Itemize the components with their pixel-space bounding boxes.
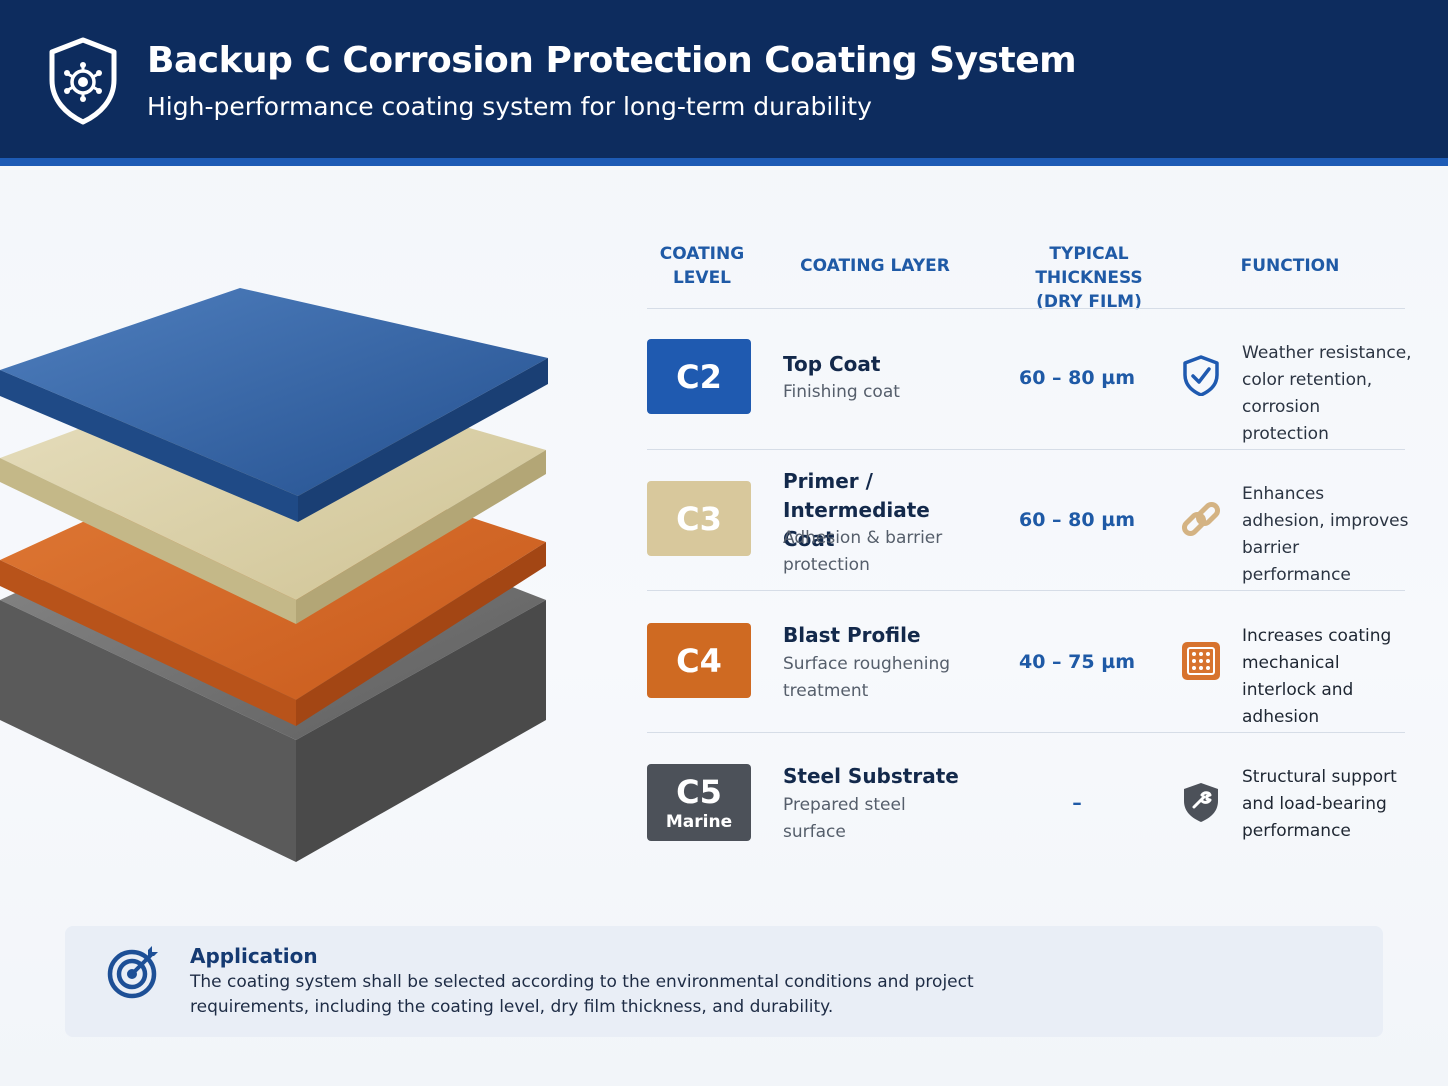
coating-level-badge: C2 xyxy=(647,339,751,414)
shield-tool-icon xyxy=(1184,783,1218,822)
table-divider xyxy=(647,308,1405,309)
coating-level-label: C5 xyxy=(676,772,722,811)
shield-check-icon xyxy=(1183,355,1219,396)
layer-description: Prepared steel surface xyxy=(783,795,906,842)
table-divider xyxy=(647,590,1405,591)
table-divider xyxy=(647,732,1405,733)
coating-level-badge: C5 Marine xyxy=(647,764,751,841)
layer-description: Finishing coat xyxy=(783,382,900,402)
layer-description: Adhesion & barrier protection xyxy=(783,528,943,575)
page-title: Backup C Corrosion Protection Coating Sy… xyxy=(147,40,1077,81)
coating-layers-illustration xyxy=(0,288,548,862)
layer-thickness: 60 – 80 µm xyxy=(1018,367,1135,389)
function-description: Structural support and load-bearing perf… xyxy=(1242,767,1397,841)
application-panel xyxy=(65,926,1383,1037)
chain-link-icon xyxy=(1181,501,1221,537)
layer-name: Top Coat xyxy=(783,352,881,376)
page-subtitle: High-performance coating system for long… xyxy=(147,92,872,121)
column-header-text: COATING LEVEL xyxy=(659,244,745,288)
coating-level-sublabel: Marine xyxy=(665,811,733,832)
coating-level-label: C4 xyxy=(676,641,722,680)
layer-thickness: 60 – 80 µm xyxy=(1018,509,1135,531)
layer-thickness: 40 – 75 µm xyxy=(1018,651,1135,673)
column-header-text: FUNCTION xyxy=(1240,256,1340,276)
layer-name: Blast Profile xyxy=(783,623,921,647)
table-divider xyxy=(647,449,1405,450)
column-header-function: FUNCTION xyxy=(1230,254,1350,278)
header-accent-stripe xyxy=(0,158,1448,166)
target-icon xyxy=(107,946,158,999)
coating-level-badge: C3 xyxy=(647,481,751,556)
layer-name: Steel Substrate xyxy=(783,764,959,788)
function-description: Increases coating mechanical interlock a… xyxy=(1242,626,1392,727)
header-bar xyxy=(0,0,1448,160)
column-header-thickness: TYPICAL THICKNESS (DRY FILM) xyxy=(998,242,1180,314)
coating-level-badge: C4 xyxy=(647,623,751,698)
column-header-text: COATING LAYER xyxy=(800,256,950,276)
layer-description: Surface roughening treatment xyxy=(783,654,951,701)
column-header-text: TYPICAL THICKNESS (DRY FILM) xyxy=(1035,244,1143,312)
application-text: The coating system shall be selected acc… xyxy=(190,972,974,1017)
top-coat-layer xyxy=(0,288,548,522)
function-description: Weather resistance, color retention, cor… xyxy=(1242,343,1412,444)
layer-name: Primer / Intermediate Coat xyxy=(783,469,930,551)
shield-gear-icon xyxy=(49,37,117,125)
layer-thickness: – xyxy=(1072,792,1082,814)
dotted-grid-icon xyxy=(1182,642,1220,680)
function-description: Enhances adhesion, improves barrier perf… xyxy=(1242,484,1409,585)
column-header-coating-layer: COATING LAYER xyxy=(795,254,955,278)
column-header-coating-level: COATING LEVEL xyxy=(647,242,757,290)
coating-level-label: C3 xyxy=(676,499,722,538)
application-title: Application xyxy=(190,944,318,968)
coating-level-label: C2 xyxy=(676,357,722,396)
